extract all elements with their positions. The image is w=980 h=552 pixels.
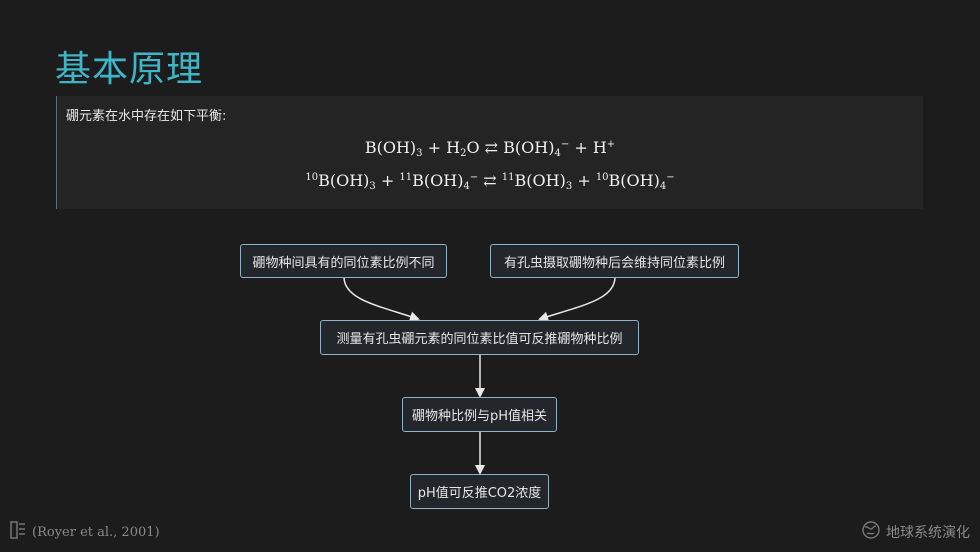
equilibrium-arrow: ⇄ xyxy=(484,138,499,157)
equilibrium-arrow: ⇄ xyxy=(483,171,497,190)
arrow-node1-to-node3 xyxy=(343,276,420,322)
flow-node-co2: pH值可反推CO2浓度 xyxy=(410,474,549,509)
equation-2: 10B(OH)3 + 11B(OH)4− ⇄ 11B(OH)3 + 10B(OH… xyxy=(305,171,675,192)
equation-intro: 硼元素在水中存在如下平衡: xyxy=(66,109,227,124)
flow-node-ph-relation: 硼物种比例与pH值相关 xyxy=(402,397,557,432)
globe-icon xyxy=(862,521,880,543)
equation-box: 硼元素在水中存在如下平衡: B(OH)3 + H2O ⇄ B(OH)4− + H… xyxy=(56,96,923,209)
book-icon xyxy=(10,521,26,543)
flow-node-foraminifera-uptake: 有孔虫摄取硼物种后会维持同位素比例 xyxy=(490,244,739,278)
equation-1: B(OH)3 + H2O ⇄ B(OH)4− + H+ xyxy=(364,138,616,159)
slide-title: 基本原理 xyxy=(55,49,204,90)
citation: (Royer et al., 2001) xyxy=(10,521,160,543)
arrow-node2-to-node3 xyxy=(538,276,616,322)
flow-node-species-ratio: 硼物种间具有的同位素比例不同 xyxy=(240,244,447,278)
citation-text: (Royer et al., 2001) xyxy=(32,524,160,540)
brand-text: 地球系统演化 xyxy=(886,525,970,541)
brand-footer: 地球系统演化 xyxy=(862,521,970,543)
flow-node-measure-isotope: 测量有孔虫硼元素的同位素比值可反推硼物种比例 xyxy=(320,320,639,355)
